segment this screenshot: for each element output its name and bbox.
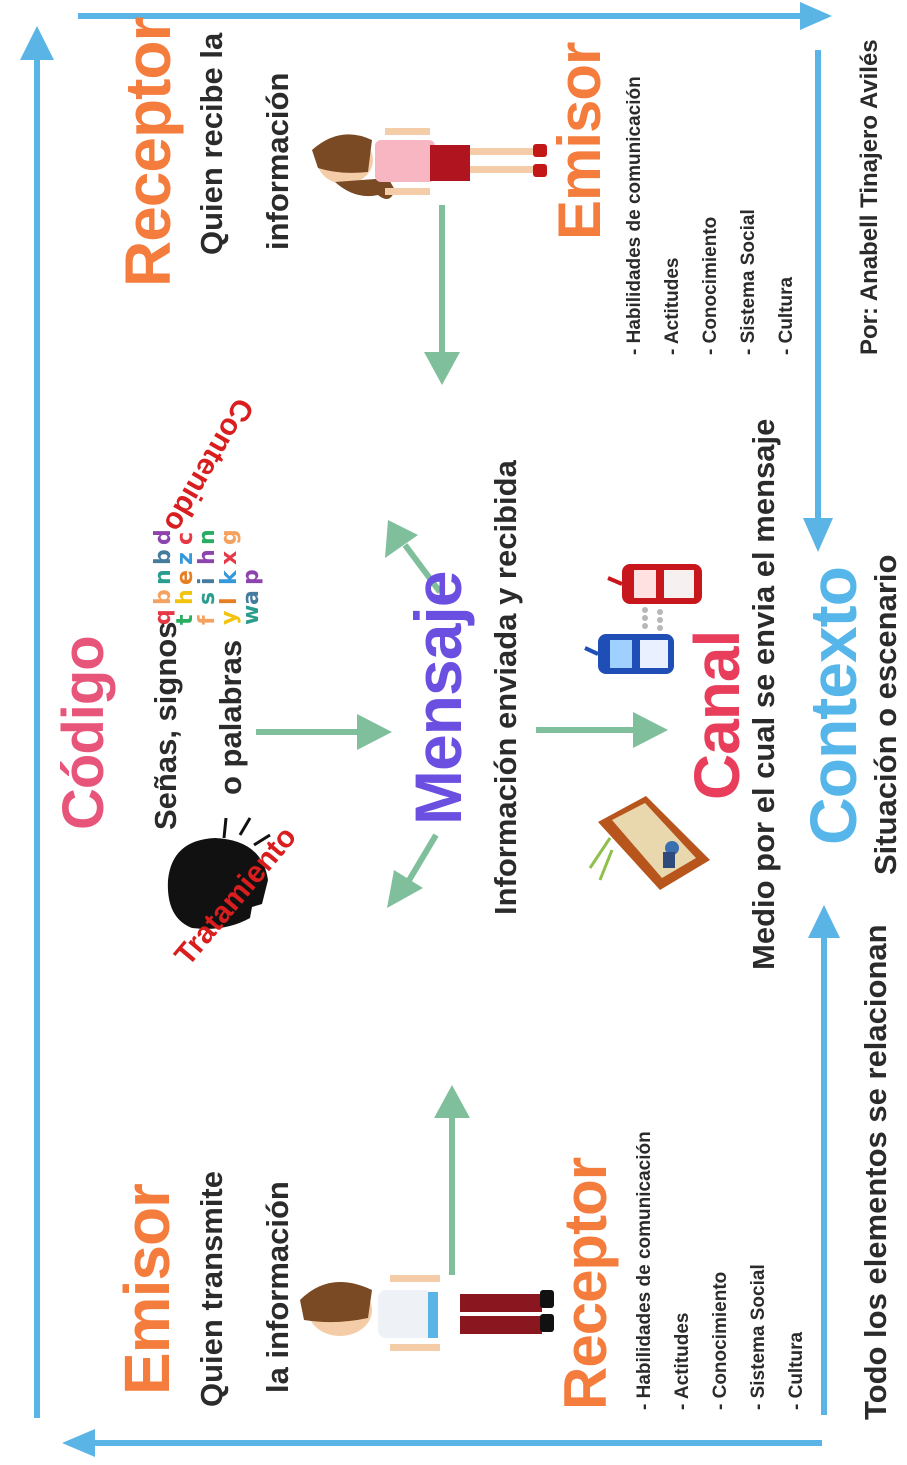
- alphabet-letter: e: [173, 570, 198, 585]
- alphabet-letter: k: [217, 569, 242, 585]
- alphabet-letter: y: [217, 611, 242, 625]
- speaking-head-icon: [167, 817, 271, 929]
- television-icon: [588, 796, 710, 890]
- frame-arrow-left-head: [20, 26, 54, 60]
- emisor-left-desc-line2: la información: [260, 1181, 295, 1393]
- codigo-title: Código: [51, 636, 116, 830]
- receptor-left-list-item: - Sistema Social: [748, 1264, 769, 1410]
- emisor-right-list: - Habilidades de comunicación - Actitudes…: [616, 76, 806, 355]
- contexto-desc: Situación o escenario: [868, 554, 903, 875]
- alphabet-letter: n: [151, 569, 176, 585]
- receptor-left-list-item: - Actitudes: [672, 1312, 693, 1410]
- arrow-contenido-head: [385, 520, 418, 558]
- receptor-left-list: - Habilidades de comunicación - Actitudes…: [626, 1131, 816, 1410]
- alphabet-letter: z: [173, 552, 198, 565]
- inner-arrows: [256, 205, 668, 1275]
- receptor-left-list-item: - Cultura: [786, 1331, 807, 1410]
- receptor-left-list-item: - Habilidades de comunicación: [634, 1131, 655, 1410]
- frame-arrow-top-head: [800, 2, 832, 30]
- alphabet-letter: w: [239, 605, 264, 625]
- emisor-left-desc-line1: Quien transmite: [194, 1171, 229, 1407]
- alphabet-letter: q: [151, 609, 176, 625]
- receptor-right-title: Receptor: [112, 17, 184, 287]
- arrow-canal-head: [633, 712, 668, 748]
- codigo-desc-line1: Señas, signos: [148, 621, 183, 830]
- frame-arrow-right-head: [803, 518, 833, 552]
- receptor-right-desc-line1: Quien recibe la: [194, 32, 229, 255]
- mensaje-desc: Información enviada y recibida: [488, 460, 523, 915]
- emisor-right-list-item: - Cultura: [776, 276, 797, 355]
- alphabet-letter: p: [239, 569, 264, 585]
- frame-arrow-context-up-head: [808, 905, 840, 938]
- alphabet-letter: d: [151, 529, 176, 545]
- receptor-right-desc-line2: información: [260, 72, 295, 250]
- arrow-contenido-line: [402, 543, 443, 594]
- emisor-right-list-item: - Habilidades de comunicación: [624, 76, 645, 355]
- mensaje-title: Mensaje: [401, 571, 475, 825]
- alphabet-letter: f: [195, 615, 220, 625]
- arrow-tratamiento-line: [405, 833, 439, 884]
- alphabet-letter: l: [217, 597, 242, 605]
- alphabet-letter: n: [195, 529, 220, 545]
- arrow-receptor-down-head: [424, 352, 460, 385]
- emisor-right-list-item: - Actitudes: [662, 257, 683, 355]
- arrow-tratamiento-head: [387, 870, 423, 908]
- frame-arrows: [20, 2, 840, 1457]
- alphabet-letter: t: [173, 614, 198, 625]
- boy-figure-icon: [300, 1275, 554, 1351]
- alphabet-letter: s: [195, 592, 220, 605]
- alphabet-letter: g: [217, 529, 242, 545]
- alphabet-letter: h: [173, 589, 198, 605]
- receptor-left-title: Receptor: [552, 1157, 619, 1410]
- alphabet-letter: x: [217, 551, 242, 565]
- alphabet-letter: b: [151, 589, 176, 605]
- receptor-left-list-item: - Conocimiento: [710, 1271, 731, 1410]
- codigo-desc-line2: o palabras: [213, 639, 248, 795]
- emisor-left-title: Emisor: [111, 1184, 183, 1395]
- canal-title: Canal: [681, 630, 753, 800]
- alphabet-letter: h: [195, 549, 220, 565]
- alphabet-letter: a: [239, 590, 264, 605]
- emisor-right-title: Emisor: [546, 42, 613, 240]
- emisor-right-list-item: - Conocimiento: [700, 216, 721, 355]
- mobile-phone-blue-icon: [584, 634, 674, 674]
- arrow-emisor-up-head: [434, 1085, 470, 1118]
- arrow-codigo-head: [357, 714, 392, 750]
- girl-figure-icon: [312, 128, 547, 199]
- phone-exchange-dots: [642, 607, 663, 631]
- frame-arrow-bottom-head: [62, 1429, 95, 1457]
- mobile-phone-red-icon: [607, 564, 702, 604]
- alphabet-letter: c: [173, 532, 198, 545]
- author-credit: Por: Anabell Tinajero Avilés: [856, 39, 883, 355]
- alphabet-letter: i: [195, 577, 220, 585]
- contexto-title: Contexto: [796, 567, 870, 845]
- emisor-right-list-item: - Sistema Social: [738, 209, 759, 355]
- footer-text: Todo los elementos se relacionan: [858, 924, 893, 1420]
- alphabet-letter: b: [151, 549, 176, 565]
- canal-desc: Medio por el cual se envia el mensaje: [746, 418, 781, 970]
